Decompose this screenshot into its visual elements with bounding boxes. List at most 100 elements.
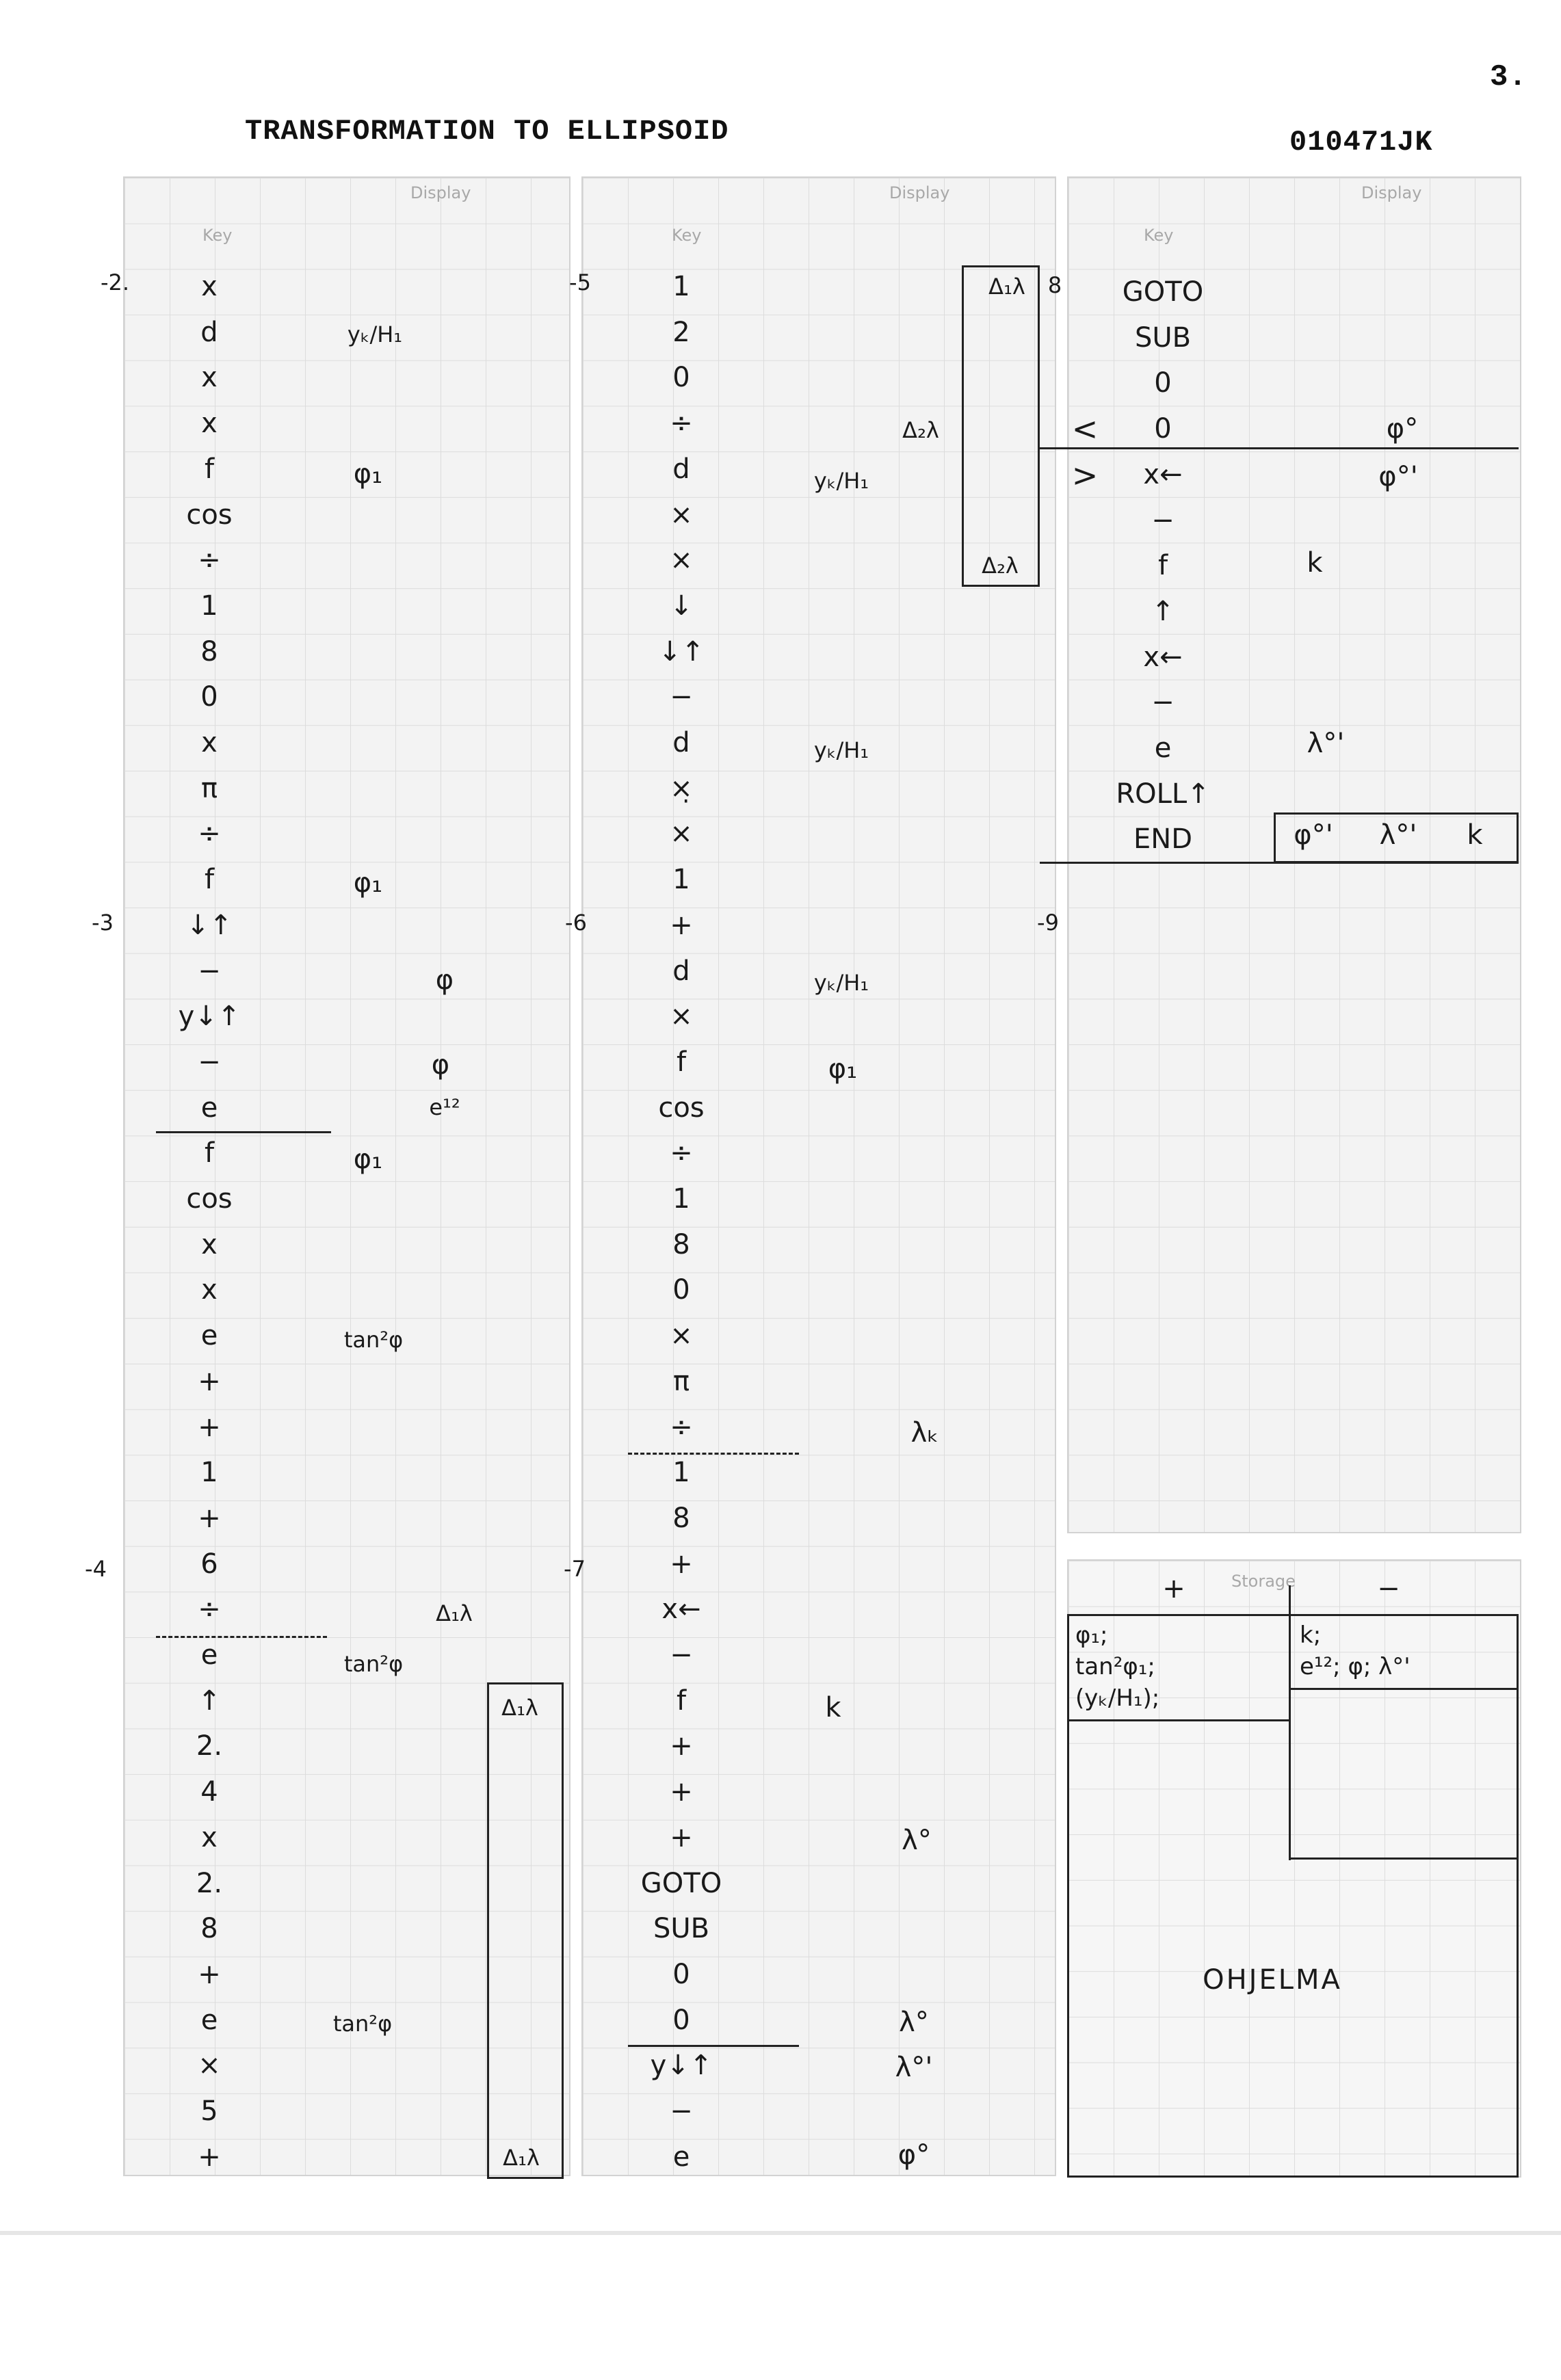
col2-key-step-39: y↓↑ [650, 2050, 713, 2082]
col3-key-step-6: f [1157, 550, 1168, 582]
col2-key-step-12: × [670, 818, 693, 850]
col2-key-step-26: 1 [672, 1457, 690, 1489]
storage-program-name: OHJELMA [1203, 1964, 1342, 1996]
col3-key-step-9: − [1151, 687, 1175, 719]
col1-key-step-17: − [198, 1046, 221, 1078]
storage-plus-sign: + [1162, 1573, 1185, 1604]
form-grid-column-1 [123, 176, 570, 2176]
col3-key-step-5: − [1151, 504, 1175, 536]
col2-key-step-9: − [670, 681, 693, 713]
col1-note-tan-b: tan²φ [343, 1651, 404, 1677]
col1-note-tan-a: tan²φ [343, 1327, 404, 1353]
col1-key-step-31: ↑ [198, 1684, 221, 1717]
col1-display-header: Display [410, 183, 471, 202]
col3-note-phi01: φ°' [1378, 461, 1418, 492]
col2-key-step-2: 0 [672, 362, 690, 394]
col2-key-step-13: 1 [672, 864, 690, 896]
col2-note-d1l: Δ₁λ [988, 274, 1025, 300]
col1-key-step-1: d [200, 316, 218, 348]
col2-key-step-33: + [670, 1776, 693, 1808]
col2-key-step-41: e [672, 2141, 690, 2173]
col2-display-header: Display [889, 183, 950, 202]
col2-key-step-36: SUB [653, 1913, 710, 1945]
col1-key-step-33: 4 [200, 1776, 218, 1808]
col3-note-lambda01: λ°' [1307, 728, 1345, 759]
page-number: 3. [1490, 60, 1527, 94]
col3-key-step-11: ROLL↑ [1116, 778, 1210, 810]
storage-minus-contents: k; e¹²; φ; λ°' [1300, 1622, 1411, 1680]
col2-key-step-6: × [670, 544, 693, 577]
col1-key-step-15: − [198, 955, 221, 987]
col3-key-step-3: 0 [1154, 413, 1172, 445]
col2-key-step-11: ×̣ [670, 772, 693, 804]
col3-key-step-2: 0 [1154, 367, 1172, 399]
col1-key-step-8: 8 [200, 635, 218, 667]
page-title: TRANSFORMATION TO ELLIPSOID [245, 115, 729, 148]
col2-key-step-31: f [676, 1684, 687, 1717]
col1-key-step-3: x [201, 408, 218, 440]
col1-dashed-rule [156, 1636, 327, 1638]
col1-key-step-5: cos [186, 499, 233, 531]
storage-right-lower-hline [1289, 1857, 1519, 1860]
col2-key-step-28: + [670, 1548, 693, 1580]
col2-key-step-30: − [670, 1639, 693, 1671]
col3-key-header: Key [1144, 226, 1174, 245]
col1-note-phi1-a: φ₁ [353, 458, 383, 490]
col2-note-lambda0-b: λ° [899, 2007, 929, 2038]
col1-key-step-37: + [198, 1958, 221, 1990]
col2-line-label-7: -7 [564, 1556, 586, 1582]
storage-header: Storage [1231, 1572, 1296, 1591]
col1-key-step-18: e [200, 1092, 218, 1124]
col3-key-step-8: x← [1143, 641, 1183, 673]
col2-key-step-8: ↓↑ [658, 635, 705, 667]
storage-plus-contents: φ₁; tan²φ₁; (yₖ/H₁); [1075, 1622, 1160, 1712]
col3-key-step-7: ↑ [1151, 595, 1175, 627]
col1-key-step-4: f [204, 453, 215, 485]
col1-line-label-3: -3 [92, 910, 114, 936]
col2-line-label-6: -6 [565, 910, 587, 936]
col1-key-step-29: ÷ [198, 1594, 221, 1626]
col2-key-step-0: 1 [672, 271, 690, 302]
col3-key-step-0: GOTO [1122, 276, 1204, 308]
col1-key-step-35: 2. [196, 1867, 223, 1899]
col1-key-step-6: ÷ [198, 544, 221, 577]
col1-key-step-28: 6 [200, 1548, 218, 1580]
col1-key-step-27: + [198, 1502, 221, 1534]
col1-rule-1 [156, 1131, 331, 1133]
col2-note-yk-h1-b: yₖ/H₁ [813, 737, 869, 763]
col1-note-phi1-b: φ₁ [353, 867, 383, 899]
col3-key-step-12: END [1133, 823, 1192, 856]
col2-note-d2l-b: Δ₂λ [982, 553, 1019, 579]
col1-line-label-4: -4 [85, 1556, 107, 1582]
col1-note-phi1-c: φ₁ [353, 1143, 383, 1175]
form-grid-column-2 [581, 176, 1056, 2176]
col2-key-step-16: × [670, 1001, 693, 1033]
col3-end-k: k [1467, 819, 1483, 851]
col2-key-step-32: + [670, 1730, 693, 1762]
col3-key-step-10: e [1154, 732, 1172, 764]
col1-key-step-12: ÷ [198, 818, 221, 850]
col2-note-yk-h1-a: yₖ/H₁ [813, 468, 869, 494]
col2-rule-1 [628, 2045, 799, 2047]
col3-end-lambda01: λ°' [1379, 819, 1417, 851]
col1-key-step-16: y↓↑ [178, 1001, 241, 1033]
col3-rule-end [1040, 862, 1519, 864]
col1-key-step-25: + [198, 1411, 221, 1443]
col2-key-step-1: 2 [672, 316, 690, 348]
col3-marker-less: < [1071, 410, 1099, 447]
col3-end-phi01: φ°' [1294, 819, 1333, 851]
col1-note-yk-h1: yₖ/H₁ [347, 321, 403, 347]
col2-key-step-38: 0 [672, 2004, 690, 2036]
col2-key-step-19: ÷ [670, 1137, 693, 1169]
col1-key-step-9: 0 [200, 681, 218, 713]
storage-left-hline [1067, 1719, 1290, 1721]
col2-line-label-5: -5 [569, 269, 591, 295]
scan-bottom-edge [0, 2231, 1561, 2235]
col2-key-step-34: + [670, 1821, 693, 1853]
col1-key-step-34: x [201, 1821, 218, 1853]
program-code: 010471JK [1289, 126, 1433, 159]
col2-key-step-27: 8 [672, 1502, 690, 1534]
col2-note-lambda-k: λₖ [910, 1417, 939, 1449]
col2-key-step-10: d [672, 727, 690, 758]
col1-key-step-13: f [204, 864, 215, 896]
